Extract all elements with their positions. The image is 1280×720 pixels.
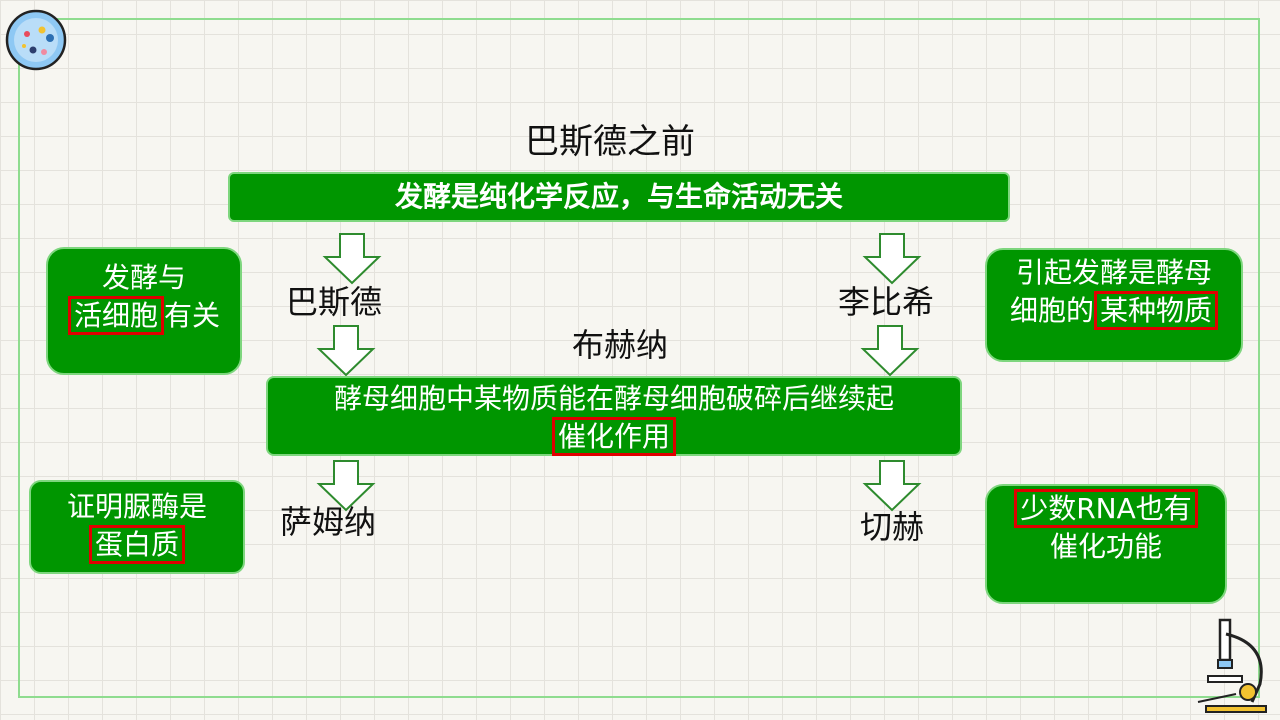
down-arrow-icon (322, 233, 382, 285)
top-bar-text: 发酵是纯化学反应，与生命活动无关 (394, 180, 843, 213)
side-box-right-bottom-line2: 催化功能 (1049, 530, 1162, 563)
name-liebig: 李比希 (838, 283, 935, 321)
highlight-living-cell: 活细胞 (67, 296, 164, 335)
diagram-title: 巴斯德之前 (525, 122, 695, 162)
slide-frame (18, 18, 1260, 698)
side-box-right-top-line2: 细胞的某种物质 (987, 291, 1241, 330)
down-arrow-icon (862, 460, 922, 512)
side-box-left-top-line2: 活细胞有关 (48, 296, 240, 335)
highlight-protein: 蛋白质 (88, 525, 185, 564)
side-box-right-bottom: 少数RNA也有 催化功能 (985, 484, 1227, 604)
side-box-left-top-line1: 发酵与 (101, 261, 186, 294)
down-arrow-icon (316, 325, 376, 377)
down-arrow-icon (862, 233, 922, 285)
middle-bar: 酵母细胞中某物质能在酵母细胞破碎后继续起 催化作用 (266, 376, 962, 456)
highlight-catalysis: 催化作用 (551, 417, 676, 456)
middle-bar-line1: 酵母细胞中某物质能在酵母细胞破碎后继续起 (333, 382, 894, 415)
name-sumner: 萨姆纳 (280, 503, 377, 541)
highlight-rna: 少数RNA也有 (1014, 489, 1198, 528)
top-bar: 发酵是纯化学反应，与生命活动无关 (228, 172, 1010, 222)
side-box-left-top: 发酵与 活细胞有关 (46, 247, 242, 375)
side-box-left-bottom: 证明脲酶是 蛋白质 (29, 480, 245, 574)
side-box-right-bottom-line1: 少数RNA也有 (987, 489, 1225, 528)
side-box-right-top-lead: 细胞的 (1009, 294, 1094, 327)
microscope-icon (1197, 618, 1267, 713)
side-box-left-bottom-line2: 蛋白质 (31, 525, 243, 564)
down-arrow-icon (316, 460, 376, 512)
side-box-left-bottom-line1: 证明脲酶是 (66, 490, 207, 523)
name-cech: 切赫 (860, 508, 925, 546)
side-box-right-top: 引起发酵是酵母 细胞的某种物质 (985, 248, 1243, 362)
name-buchner: 布赫纳 (572, 326, 669, 364)
highlight-certain-substance: 某种物质 (1094, 291, 1219, 330)
side-box-right-top-line1: 引起发酵是酵母 (1015, 256, 1212, 289)
petri-dish-icon (5, 9, 67, 71)
side-box-left-top-tail: 有关 (164, 299, 221, 332)
down-arrow-icon (860, 325, 920, 377)
middle-bar-line2: 催化作用 (268, 417, 960, 456)
name-pasteur: 巴斯德 (286, 283, 383, 321)
